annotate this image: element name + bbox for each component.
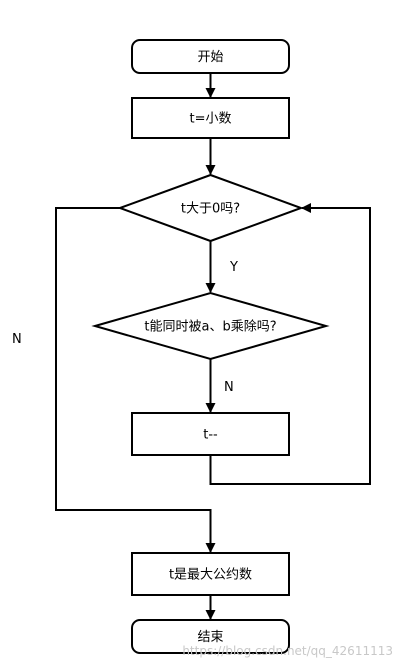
result-node-label: t是最大公约数 xyxy=(169,568,252,583)
start-node: 开始 xyxy=(131,39,290,74)
assign-node: t=小数 xyxy=(131,97,290,139)
end-node-label: 结束 xyxy=(197,630,223,645)
decrement-node: t-- xyxy=(131,412,290,456)
end-node: 结束 xyxy=(131,619,290,654)
result-node: t是最大公约数 xyxy=(131,552,290,596)
positive-decision-node: t大于0吗? xyxy=(117,173,304,243)
no-label-outer: N xyxy=(12,332,22,347)
decrement-node-label: t-- xyxy=(203,428,218,443)
watermark-text: https://blog.csdn.net/qq_42611113 xyxy=(182,644,393,658)
no-label-inner: N xyxy=(224,380,234,395)
start-node-label: 开始 xyxy=(197,50,223,65)
positive-decision-label: t大于0吗? xyxy=(181,202,240,217)
divisible-decision-label: t能同时被a、b乘除吗? xyxy=(144,320,276,335)
edge-decrement-loop-back xyxy=(209,203,371,485)
assign-node-label: t=小数 xyxy=(190,112,232,127)
yes-label: Y xyxy=(229,260,238,275)
edge-positive-no-to-result xyxy=(55,207,216,553)
divisible-decision-node: t能同时被a、b乘除吗? xyxy=(91,291,330,361)
